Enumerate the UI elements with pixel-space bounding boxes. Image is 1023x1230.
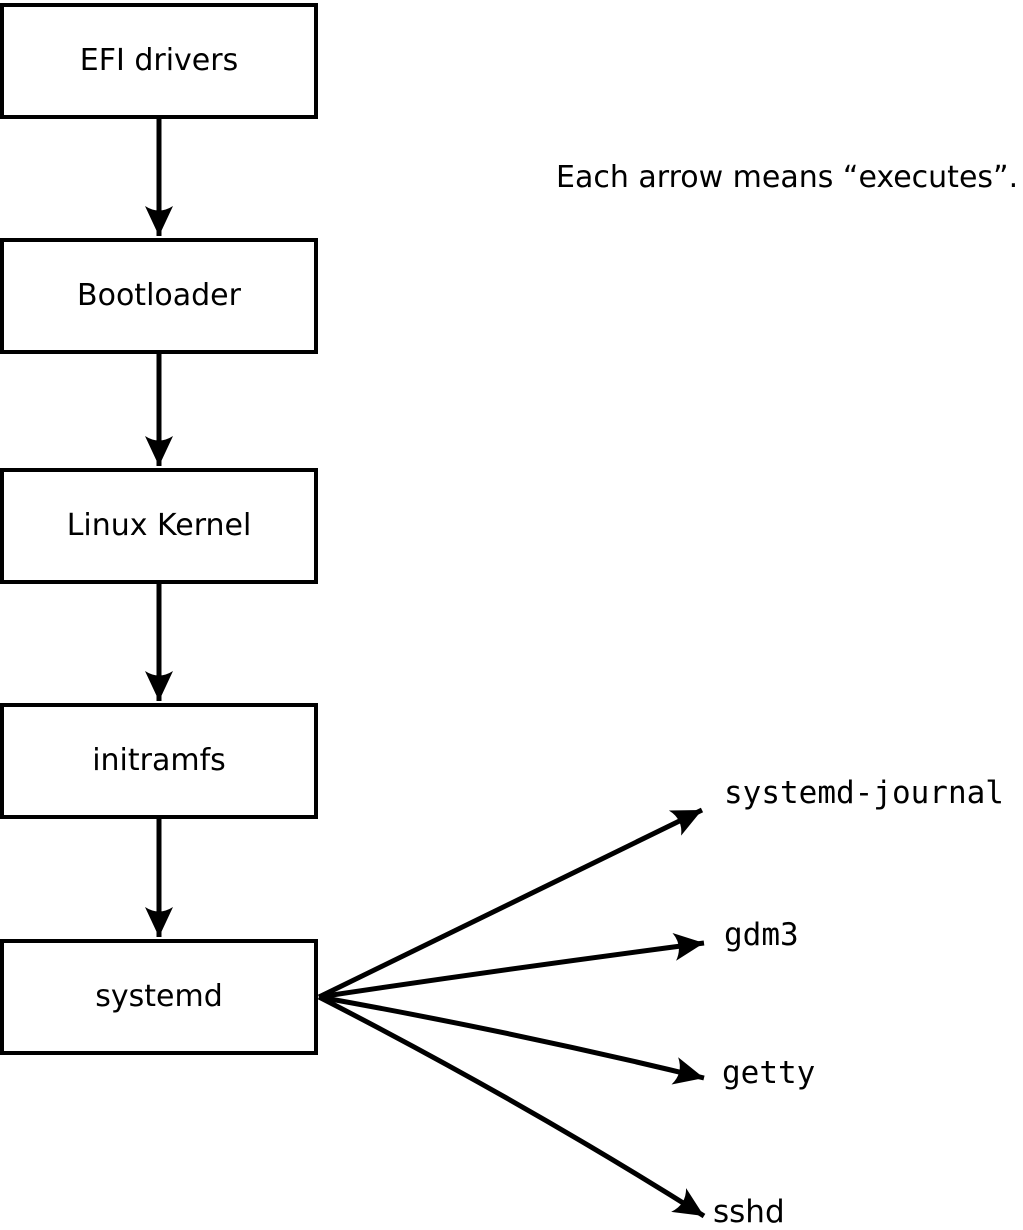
node-systemd: systemd	[0, 939, 318, 1055]
label-gdm3: gdm3	[724, 917, 799, 953]
arrow-legend-note: Each arrow means “executes”.	[556, 160, 1019, 195]
label-sshd: sshd	[713, 1194, 785, 1230]
arrow-systemd-to-journal	[317, 807, 704, 1000]
arrow-systemd-to-sshd	[317, 994, 706, 1219]
node-label: initramfs	[92, 743, 226, 778]
label-systemd-journal: systemd-journal	[724, 775, 1004, 811]
arrow-systemd-to-getty	[318, 994, 705, 1085]
node-initramfs: initramfs	[0, 703, 318, 819]
node-label: systemd	[95, 979, 223, 1014]
node-efi-drivers: EFI drivers	[0, 3, 318, 119]
arrow-systemd-to-gdm3	[318, 932, 705, 1000]
node-bootloader: Bootloader	[0, 238, 318, 354]
node-linux-kernel: Linux Kernel	[0, 468, 318, 584]
node-label: Linux Kernel	[66, 508, 252, 543]
node-label: Bootloader	[77, 278, 241, 313]
node-label: EFI drivers	[79, 43, 239, 78]
label-getty: getty	[722, 1055, 816, 1091]
